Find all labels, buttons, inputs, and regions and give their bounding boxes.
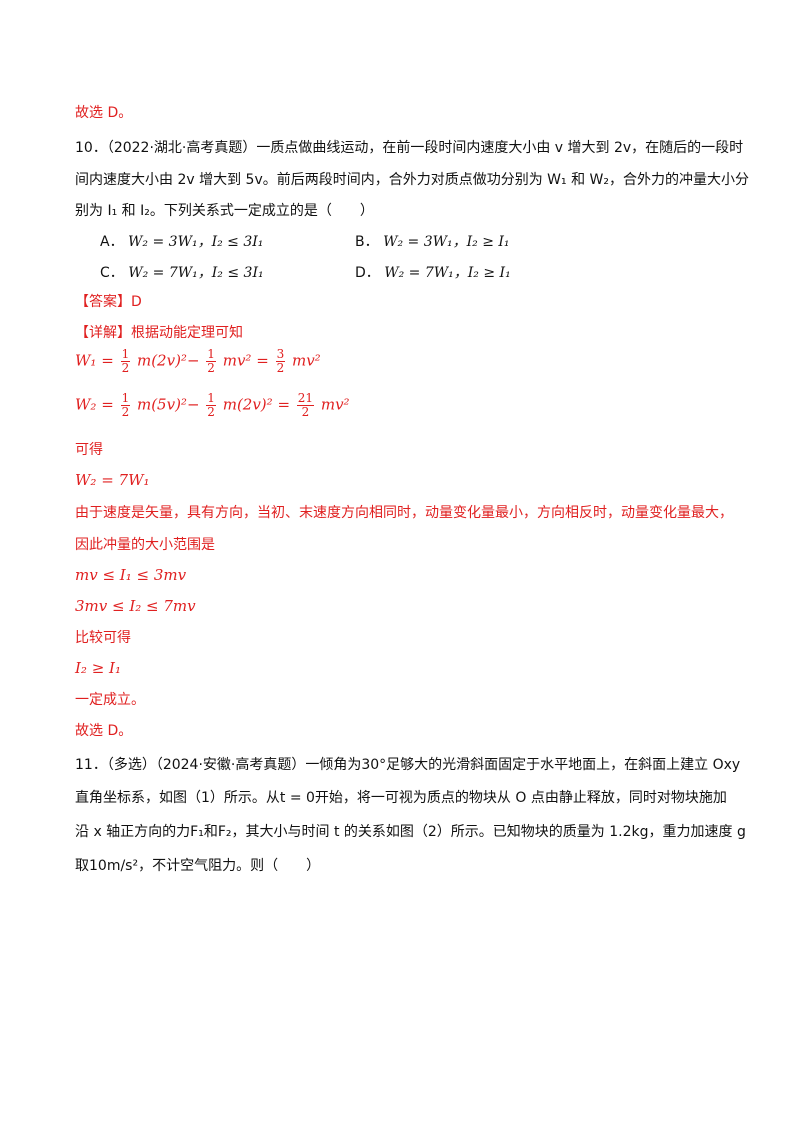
q10-option-d[interactable]: D． W₂ = 7W₁，I₂ ≥ I₁ [355,262,511,282]
option-text: W₂ = 3W₁，I₂ ≤ 3I₁ [128,234,264,250]
option-text: W₂ = 7W₁，I₂ ≤ 3I₁ [128,265,264,281]
q11-stem-line4: 取10m/s²，不计空气阻力。则（ ） [75,858,321,874]
q10-conclusion: 故选 D。 [75,723,133,739]
q10-reason-line1: 由于速度是矢量，具有方向，当初、末速度方向相同时，动量变化量最小，方向相反时，动… [75,505,733,521]
q10-stem-line2: 间内速度大小由 2v 增大到 5v。前后两段时间内，合外力对质点做功分别为 W₁… [75,172,749,188]
range-i1: mv ≤ I₁ ≤ 3mv [75,566,187,584]
option-label: D． [355,265,380,281]
q10-stem-line1: 10．（2022·湖北·高考真题）一质点做曲线运动，在前一段时间内速度大小由 v… [75,140,744,156]
q10-option-b[interactable]: B． W₂ = 3W₁，I₂ ≥ I₁ [355,231,510,251]
option-text: W₂ = 7W₁，I₂ ≥ I₁ [384,265,511,281]
q10-kede: 可得 [75,442,103,458]
q10-option-c[interactable]: C． W₂ = 7W₁，I₂ ≤ 3I₁ [100,262,264,282]
equation-w2-7w1: W₂ = 7W₁ [75,471,150,489]
q11-stem-line3: 沿 x 轴正方向的力F₁和F₂，其大小与时间 t 的关系如图（2）所示。已知物块… [75,824,746,840]
q10-reason-line2: 因此冲量的大小范围是 [75,537,215,553]
q10-compare: 比较可得 [75,630,131,646]
q11-stem-line2: 直角坐标系，如图（1）所示。从t = 0开始，将一可视为质点的物块从 O 点由静… [75,790,727,806]
result-i2-ge-i1: I₂ ≥ I₁ [75,659,121,677]
q10-option-a[interactable]: A． W₂ = 3W₁，I₂ ≤ 3I₁ [100,231,263,251]
option-label: B． [355,234,379,250]
option-text: W₂ = 3W₁，I₂ ≥ I₁ [383,234,510,250]
q10-answer: 【答案】D [75,294,142,310]
q11-stem-line1: 11．（多选）（2024·安徽·高考真题）一倾角为30°足够大的光滑斜面固定于水… [75,757,741,773]
q10-detail-heading: 【详解】根据动能定理可知 [75,325,243,341]
q9-conclusion: 故选 D。 [75,105,133,121]
range-i2: 3mv ≤ I₂ ≤ 7mv [75,597,196,615]
q10-stem-line3: 别为 I₁ 和 I₂。下列关系式一定成立的是（ ） [75,203,374,219]
option-label: C． [100,265,124,281]
option-label: A． [100,234,124,250]
q10-must: 一定成立。 [75,692,145,708]
